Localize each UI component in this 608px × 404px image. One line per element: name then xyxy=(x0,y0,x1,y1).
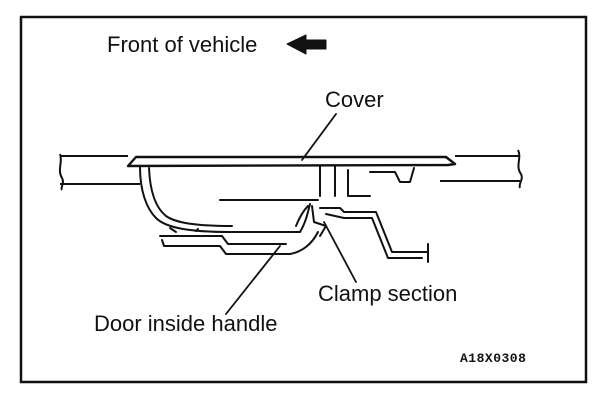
leader-lines xyxy=(225,113,357,315)
door-inside-handle-label: Door inside handle xyxy=(94,311,278,336)
clamp-leader xyxy=(323,221,357,283)
door-trim-right xyxy=(440,149,523,189)
arrow-left-icon xyxy=(286,34,327,55)
door-trim-left xyxy=(58,153,140,191)
door-inside-handle-part xyxy=(159,205,327,255)
figure-frame xyxy=(19,15,588,384)
figure-code: A18X0308 xyxy=(460,351,527,366)
cover-leader xyxy=(301,113,337,161)
cover xyxy=(126,155,457,168)
handle-leader xyxy=(225,245,281,315)
clamp-section-label: Clamp section xyxy=(318,281,458,306)
front-of-vehicle-label: Front of vehicle xyxy=(107,32,258,57)
handle-housing xyxy=(139,165,415,233)
cover-label: Cover xyxy=(325,87,384,112)
clamp-bracket xyxy=(319,207,429,263)
